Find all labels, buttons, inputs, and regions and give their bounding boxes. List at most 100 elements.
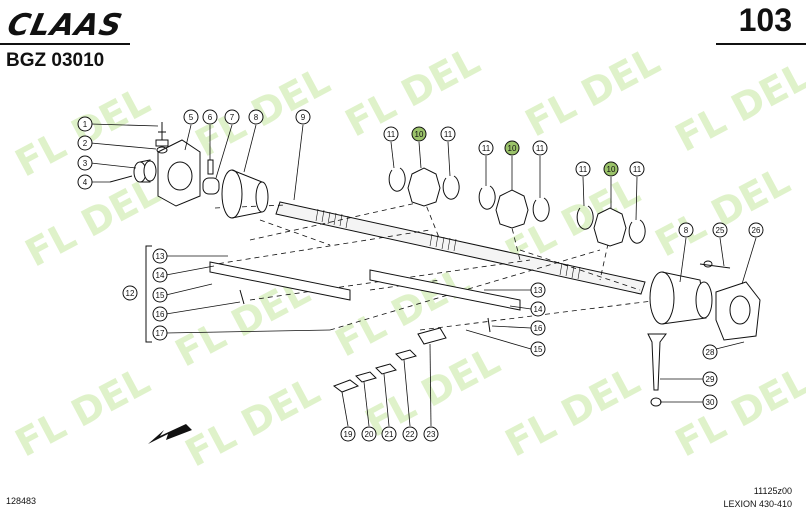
- callout-label: 3: [83, 159, 88, 168]
- callout-label: 16: [156, 310, 165, 319]
- callout-circle: [530, 301, 546, 317]
- callout-21: 21: [381, 426, 397, 442]
- callout-label: 14: [156, 271, 165, 280]
- callout-label: 1: [83, 120, 88, 129]
- callout-7: 7: [224, 109, 240, 125]
- callout-circle: [183, 109, 199, 125]
- callout-circle: [411, 126, 427, 142]
- callout-label: 28: [706, 348, 715, 357]
- callout-1: 1: [77, 116, 93, 132]
- callout-circle: [295, 109, 311, 125]
- callout-label: 12: [126, 289, 135, 298]
- callout-label: 19: [344, 430, 353, 439]
- callout-label: 11: [387, 130, 396, 139]
- callout-circle: [702, 344, 718, 360]
- callout-circle: [678, 222, 694, 238]
- callout-16: 16: [530, 320, 546, 336]
- callout-circle: [748, 222, 764, 238]
- callout-circle: [530, 341, 546, 357]
- callout-circle: [383, 126, 399, 142]
- callout-circle: [152, 325, 168, 341]
- callout-label: 2: [83, 139, 88, 148]
- callout-22: 22: [402, 426, 418, 442]
- callout-label: 14: [534, 305, 543, 314]
- callout-17: 17: [152, 325, 168, 341]
- callout-circle: [402, 426, 418, 442]
- callout-label: 11: [633, 165, 642, 174]
- callout-label: 10: [508, 144, 517, 153]
- callout-circle: [530, 282, 546, 298]
- callout-label: 10: [607, 165, 616, 174]
- callout-16: 16: [152, 306, 168, 322]
- header-rule-right: [716, 43, 806, 45]
- callout-circle: [77, 135, 93, 151]
- callout-label: 17: [156, 329, 165, 338]
- callout-circle: [423, 426, 439, 442]
- callout-9: 9: [295, 109, 311, 125]
- callout-circle: [702, 394, 718, 410]
- callout-label: 20: [365, 430, 374, 439]
- callout-circle: [702, 371, 718, 387]
- callout-label: 11: [482, 144, 491, 153]
- callout-circle: [152, 248, 168, 264]
- callout-label: 8: [254, 113, 259, 122]
- callout-circle: [77, 155, 93, 171]
- drawing-code: 11125z00: [753, 486, 792, 496]
- callout-label: 15: [534, 345, 543, 354]
- callout-15: 15: [152, 287, 168, 303]
- callout-13: 13: [530, 282, 546, 298]
- callout-label: 23: [427, 430, 436, 439]
- callout-label: 8: [684, 226, 689, 235]
- callout-11: 11: [532, 140, 548, 156]
- header-rule-left: [0, 43, 130, 45]
- callout-11: 11: [575, 161, 591, 177]
- callout-5: 5: [183, 109, 199, 125]
- callout-label: 11: [444, 130, 453, 139]
- callout-label: 25: [716, 226, 725, 235]
- callout-circle: [77, 116, 93, 132]
- callout-label: 29: [706, 375, 715, 384]
- callout-circle: [712, 222, 728, 238]
- callout-circle: [224, 109, 240, 125]
- callout-13: 13: [152, 248, 168, 264]
- callout-circle: [603, 161, 619, 177]
- callout-label: 6: [208, 113, 213, 122]
- callout-circle: [152, 287, 168, 303]
- callout-circle: [440, 126, 456, 142]
- callout-14: 14: [530, 301, 546, 317]
- callout-11: 11: [383, 126, 399, 142]
- callout-circle: [629, 161, 645, 177]
- callout-label: 7: [230, 113, 235, 122]
- callout-8: 8: [248, 109, 264, 125]
- callout-label: 26: [752, 226, 761, 235]
- callout-6: 6: [202, 109, 218, 125]
- callout-11: 11: [629, 161, 645, 177]
- callout-circle: [361, 426, 377, 442]
- callout-circle: [248, 109, 264, 125]
- page-number: 103: [738, 2, 792, 38]
- callout-4: 4: [77, 174, 93, 190]
- callout-26: 26: [748, 222, 764, 238]
- callout-14: 14: [152, 267, 168, 283]
- callout-15: 15: [530, 341, 546, 357]
- callout-label: 30: [706, 398, 715, 407]
- callout-label: 5: [189, 113, 194, 122]
- callout-circle: [202, 109, 218, 125]
- callout-label: 11: [579, 165, 588, 174]
- callout-3: 3: [77, 155, 93, 171]
- callout-circle: [504, 140, 520, 156]
- model-label: LEXION 430-410: [723, 499, 792, 509]
- callout-30: 30: [702, 394, 718, 410]
- callout-circle: [575, 161, 591, 177]
- callout-circle: [340, 426, 356, 442]
- callout-circle: [122, 285, 138, 301]
- callout-circle: [532, 140, 548, 156]
- callout-10: 10: [504, 140, 520, 156]
- callout-circle: [478, 140, 494, 156]
- callout-8: 8: [678, 222, 694, 238]
- callout-10: 10: [603, 161, 619, 177]
- callout-label: 4: [83, 178, 88, 187]
- callout-23: 23: [423, 426, 439, 442]
- callout-label: 11: [536, 144, 545, 153]
